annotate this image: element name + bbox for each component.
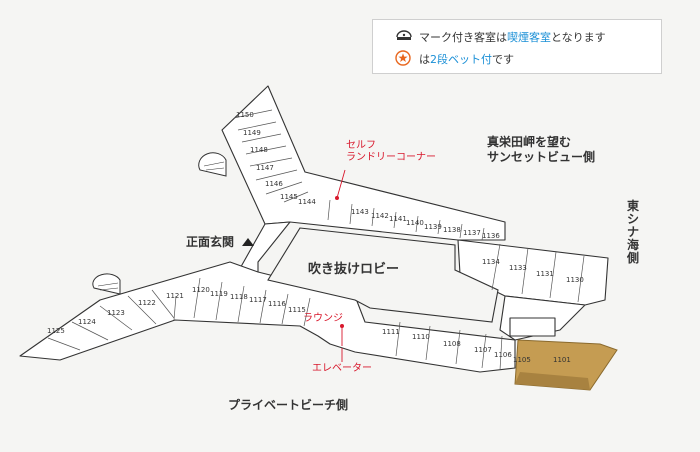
room-number: 1144 — [298, 198, 316, 206]
room-number: 1116 — [268, 300, 286, 308]
entrance-arrow-icon — [242, 238, 254, 246]
room-number: 1130 — [566, 276, 584, 284]
room-number: 1138 — [443, 226, 461, 234]
room-number: 1143 — [351, 208, 369, 216]
room-number: 1108 — [443, 340, 461, 348]
elevator-label: エレベーター — [312, 363, 372, 374]
room-number: 1141 — [389, 215, 407, 223]
room-number: 1139 — [424, 223, 442, 231]
main-entrance-label: 正面玄関 — [186, 235, 235, 249]
atrium-area — [267, 227, 499, 323]
room-number: 1131 — [536, 270, 554, 278]
lounge-label: ラウンジ — [303, 313, 343, 324]
room-number: 1136 — [482, 232, 500, 240]
room-number: 1107 — [474, 346, 492, 354]
room-number: 1119 — [210, 290, 228, 298]
legend-bunkbed-row: は2段ベット付です — [373, 48, 661, 70]
room-number: 1149 — [243, 129, 261, 137]
room-number: 1101 — [553, 356, 571, 364]
room-number: 1118 — [230, 293, 248, 301]
bunkbed-highlight: 2段ベット付 — [430, 53, 492, 66]
room-number: 1105 — [513, 356, 531, 364]
room-number: 1140 — [406, 219, 424, 227]
laundry-label: セルフ ランドリーコーナー — [346, 140, 436, 163]
room-number: 1111 — [382, 328, 400, 336]
room-number: 1150 — [236, 111, 254, 119]
legend-smoking-row: マーク付き客室は喫煙客室となります — [373, 26, 661, 48]
star-icon — [395, 49, 411, 69]
room-number: 1124 — [78, 318, 96, 326]
east-china-sea-label: 東シナ海側 — [626, 199, 639, 265]
atrium-label: 吹き抜けロビー — [308, 262, 400, 277]
smoking-room-highlight: 喫煙客室 — [507, 31, 551, 44]
lower-wing — [19, 261, 516, 373]
private-beach-label: プライベートビーチ側 — [228, 398, 349, 412]
room-number: 1120 — [192, 286, 210, 294]
room-number: 1148 — [250, 146, 268, 154]
room-number: 1122 — [138, 299, 156, 307]
room-number: 1147 — [256, 164, 274, 172]
room-number: 1142 — [371, 212, 389, 220]
room-number: 1133 — [509, 264, 527, 272]
room-number: 1146 — [265, 180, 283, 188]
smoking-mark-icon — [395, 29, 413, 46]
cape-view-label: 真栄田岬を望む サンセットビュー側 — [487, 135, 596, 164]
legend: マーク付き客室は喫煙客室となります は2段ベット付です — [372, 19, 662, 74]
room-number: 1137 — [463, 229, 481, 237]
room-number: 1106 — [494, 351, 512, 359]
room-number: 1125 — [47, 327, 65, 335]
room-number: 1115 — [288, 306, 306, 314]
room-number: 1134 — [482, 258, 500, 266]
room-number: 1117 — [249, 296, 267, 304]
room-number: 1121 — [166, 292, 184, 300]
room-number: 1145 — [280, 193, 298, 201]
room-number: 1110 — [412, 333, 430, 341]
room-number: 1123 — [107, 309, 125, 317]
lobby-corridor — [237, 221, 291, 273]
